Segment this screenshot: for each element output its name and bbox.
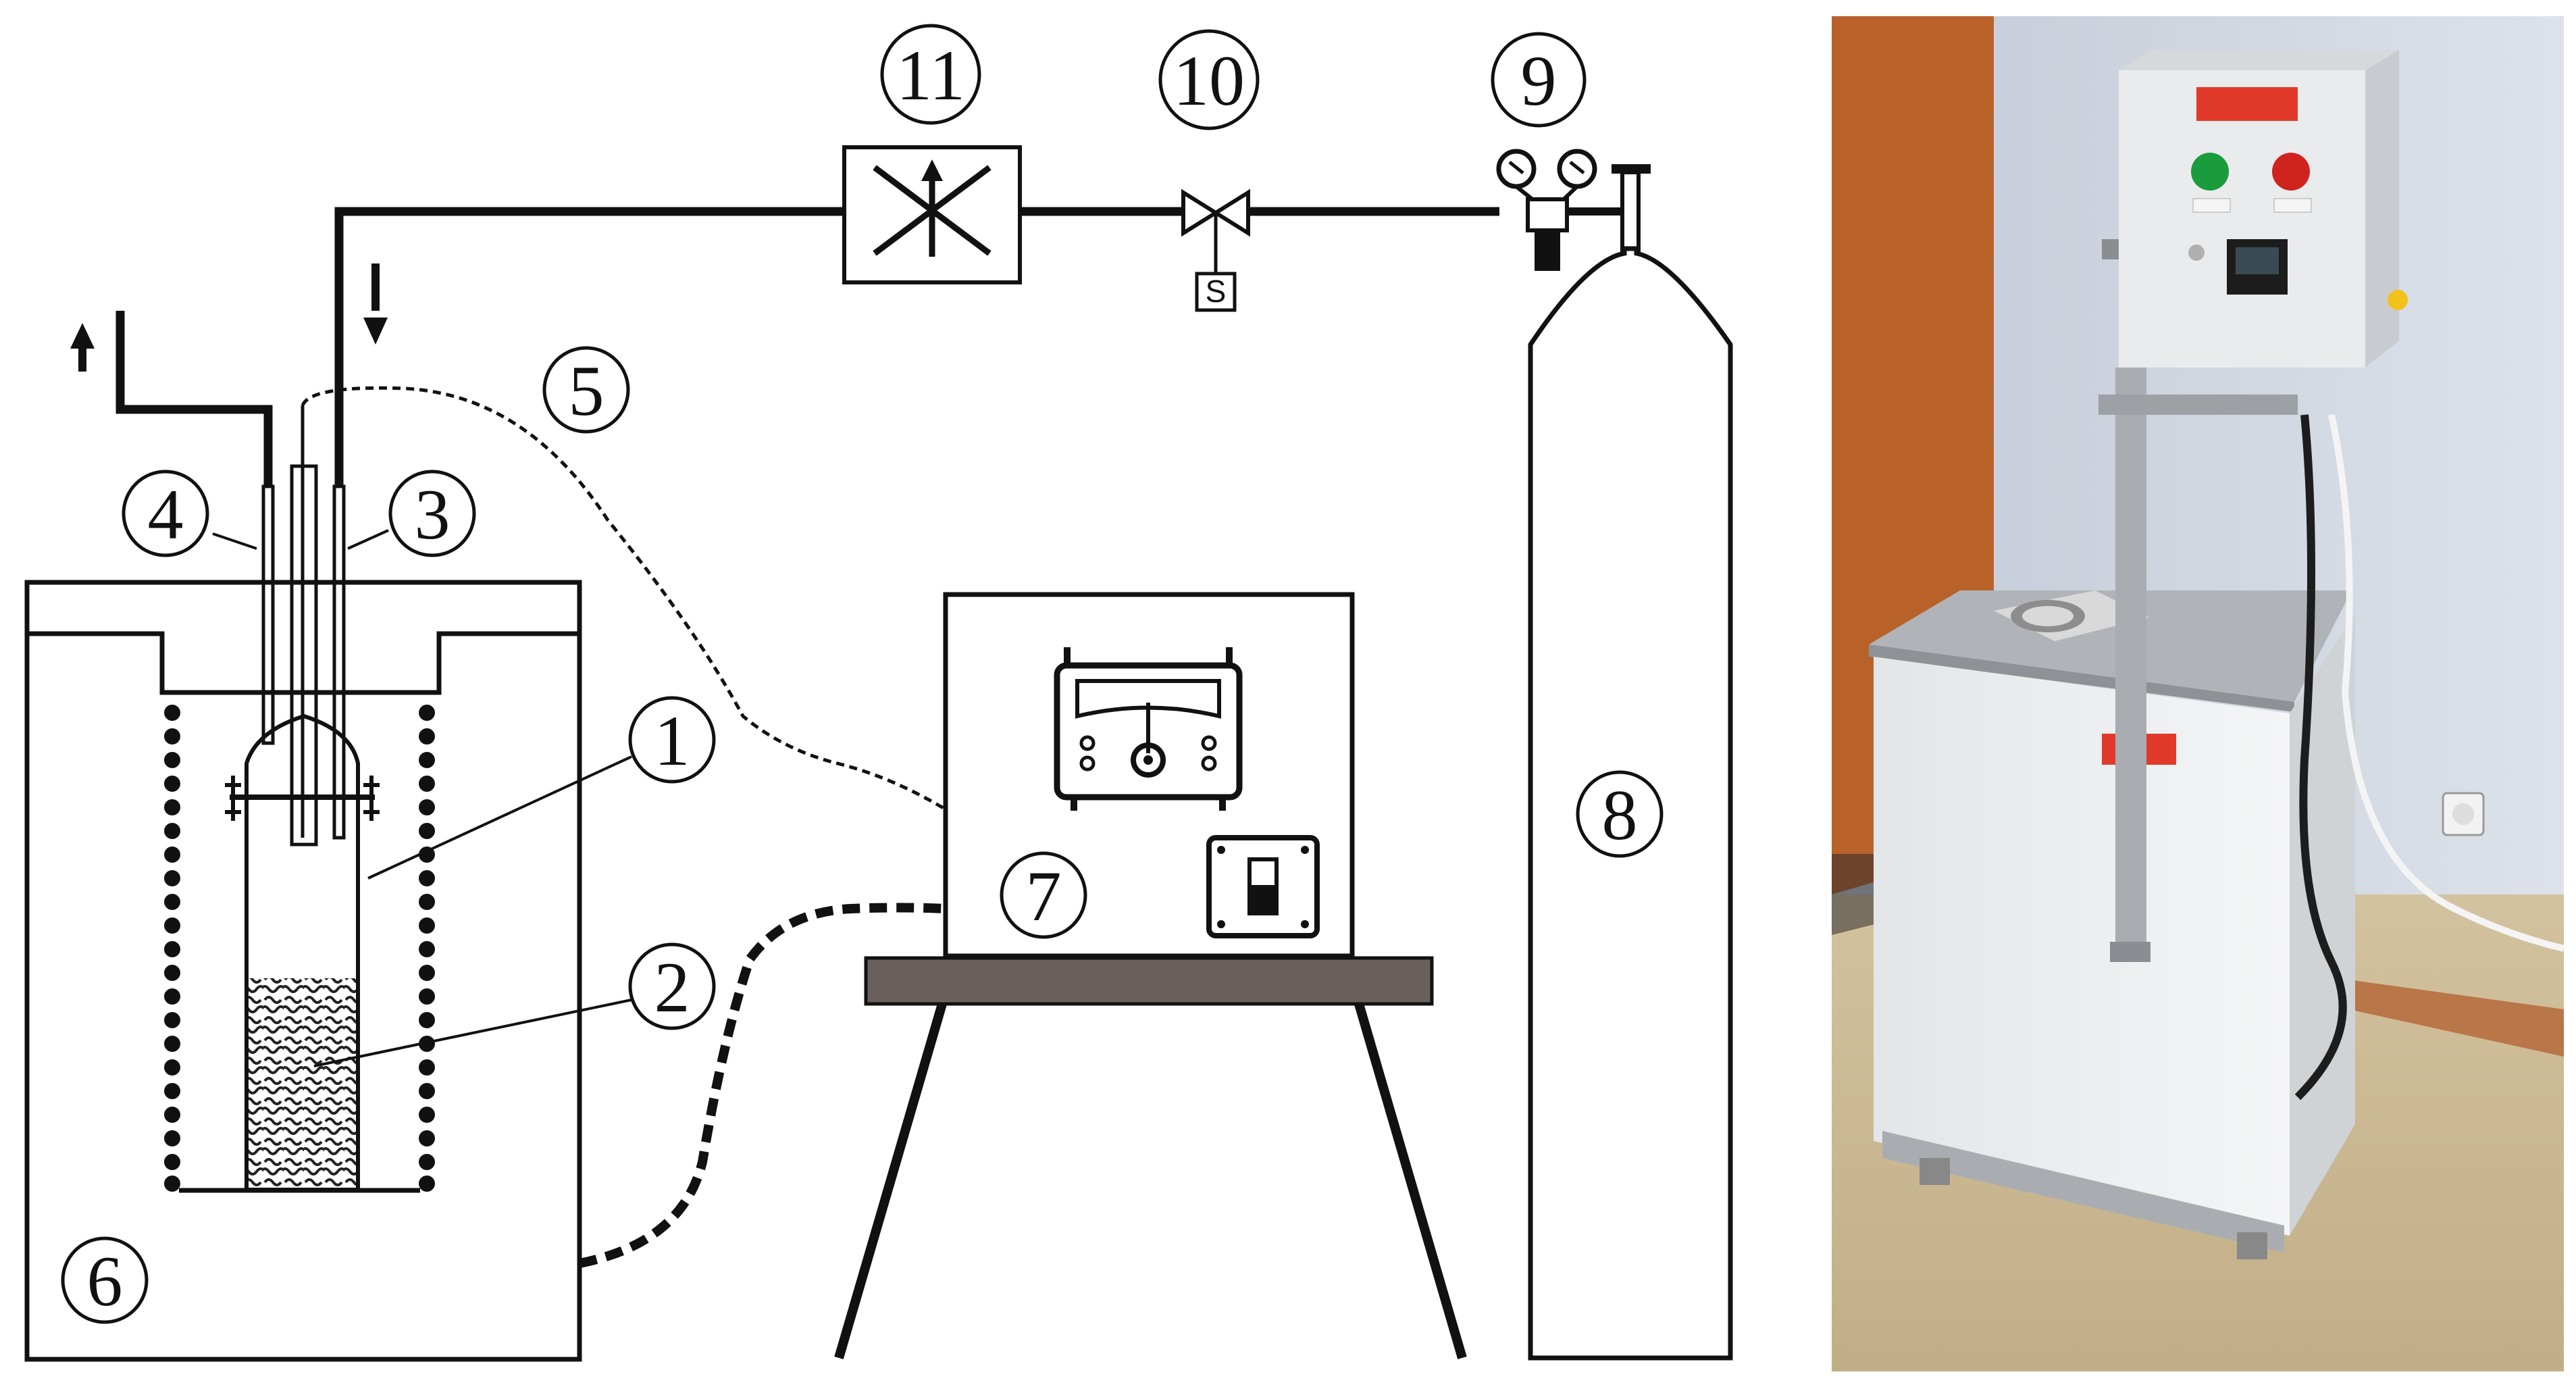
power-cable bbox=[578, 903, 946, 1268]
svg-text:9: 9 bbox=[1521, 41, 1557, 120]
exhaust-line bbox=[70, 311, 273, 486]
svg-text:11: 11 bbox=[896, 36, 965, 115]
callout-9: 9 bbox=[1491, 32, 1587, 128]
svg-text:1: 1 bbox=[654, 701, 690, 780]
callout-2: 2 bbox=[628, 942, 716, 1030]
gas-supply-line bbox=[334, 207, 1499, 486]
controller-stand bbox=[2098, 368, 2298, 962]
reactor-tubes bbox=[261, 405, 346, 847]
installation-photo bbox=[1832, 16, 2564, 1371]
thermocouple-wire bbox=[301, 386, 947, 811]
flow-meter bbox=[842, 145, 1022, 284]
furnace bbox=[24, 580, 582, 1362]
leader-lines bbox=[212, 529, 632, 1067]
pressure-gauge-icon bbox=[1496, 149, 1597, 189]
callout-4: 4 bbox=[122, 470, 209, 557]
svg-text:6: 6 bbox=[87, 1242, 123, 1321]
svg-text:3: 3 bbox=[415, 475, 450, 554]
stop-button bbox=[2272, 153, 2310, 191]
callout-8: 8 bbox=[1576, 770, 1664, 858]
callout-6: 6 bbox=[61, 1236, 149, 1324]
start-button bbox=[2191, 153, 2229, 191]
control-box bbox=[2102, 50, 2408, 368]
heating-coil bbox=[164, 705, 435, 1192]
arrow-up-icon bbox=[70, 323, 95, 349]
arrow-down-icon bbox=[363, 318, 388, 345]
experimental-setup-scheme: S bbox=[24, 24, 1733, 1362]
svg-text:5: 5 bbox=[569, 351, 604, 430]
callout-3: 3 bbox=[388, 470, 476, 557]
callout-11: 11 bbox=[880, 24, 981, 125]
wall-outlet bbox=[2442, 792, 2485, 836]
svg-text:10: 10 bbox=[1173, 41, 1245, 120]
svg-text:4: 4 bbox=[148, 475, 184, 554]
callout-1: 1 bbox=[628, 696, 716, 784]
meter-icon bbox=[1054, 647, 1243, 811]
solenoid-label: S bbox=[1206, 274, 1227, 309]
table bbox=[834, 956, 1467, 1359]
toggle-switch-icon bbox=[1206, 835, 1320, 938]
sample-charge bbox=[249, 978, 356, 1188]
svg-text:7: 7 bbox=[1026, 857, 1062, 936]
reactor bbox=[225, 713, 380, 1191]
gas-hose-photo bbox=[2328, 413, 2564, 952]
pressure-regulator bbox=[1496, 149, 1651, 271]
callout-10: 10 bbox=[1158, 29, 1260, 130]
furnace-cabinet bbox=[1869, 590, 2355, 1259]
power-cable-photo bbox=[2294, 414, 2347, 1101]
callout-7: 7 bbox=[1000, 851, 1087, 939]
svg-text:2: 2 bbox=[654, 948, 690, 1027]
solenoid-valve: S bbox=[1181, 188, 1250, 312]
svg-text:8: 8 bbox=[1602, 776, 1638, 855]
callout-5: 5 bbox=[542, 346, 630, 434]
